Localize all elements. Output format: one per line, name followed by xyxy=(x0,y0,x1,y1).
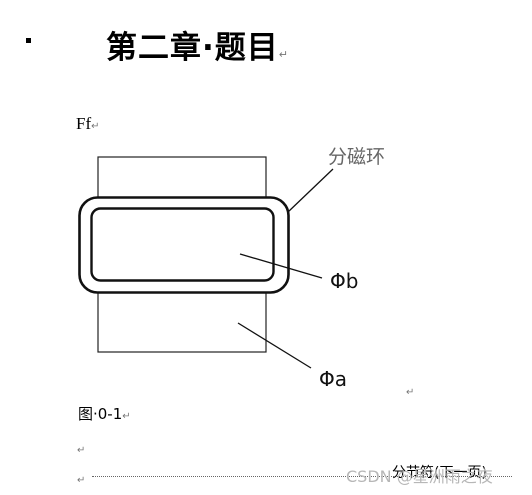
section-break-label: 分节符(下一页) xyxy=(392,465,487,481)
phi-b-leader-line xyxy=(239,253,323,279)
watermark: CSDN @星洲雨之夜 xyxy=(346,467,493,486)
intro-paragraph: Ff↵ xyxy=(76,114,100,134)
paragraph-mark: ↵ xyxy=(406,387,414,398)
empty-paragraph: ↵ xyxy=(77,468,85,487)
section-break-line xyxy=(92,476,512,477)
phi-b-label: Φb xyxy=(330,269,358,293)
paragraph-mark: ↵ xyxy=(278,48,289,61)
heading-text: 第二章·题目 xyxy=(106,30,279,66)
chapter-heading: 第二章·题目↵ xyxy=(106,22,289,67)
paragraph-mark: ↵ xyxy=(77,445,86,456)
caption-text: 图·0-1 xyxy=(78,405,123,423)
paragraph-mark: ↵ xyxy=(77,475,86,486)
list-bullet xyxy=(26,38,31,43)
figure-caption: 图·0-1↵ xyxy=(78,403,131,424)
paragraph-mark: ↵ xyxy=(122,411,131,422)
phi-a-leader-line xyxy=(237,322,312,369)
empty-paragraph: ↵ xyxy=(77,438,85,457)
ring-label: 分磁环 xyxy=(328,146,385,168)
ring-leader-line xyxy=(287,168,334,213)
intro-text: Ff xyxy=(76,114,92,133)
phi-a-label: Φa xyxy=(319,367,347,391)
paragraph-mark: ↵ xyxy=(91,121,100,132)
shading-ring-inner-edge xyxy=(90,207,275,282)
shading-ring-body xyxy=(78,196,290,294)
